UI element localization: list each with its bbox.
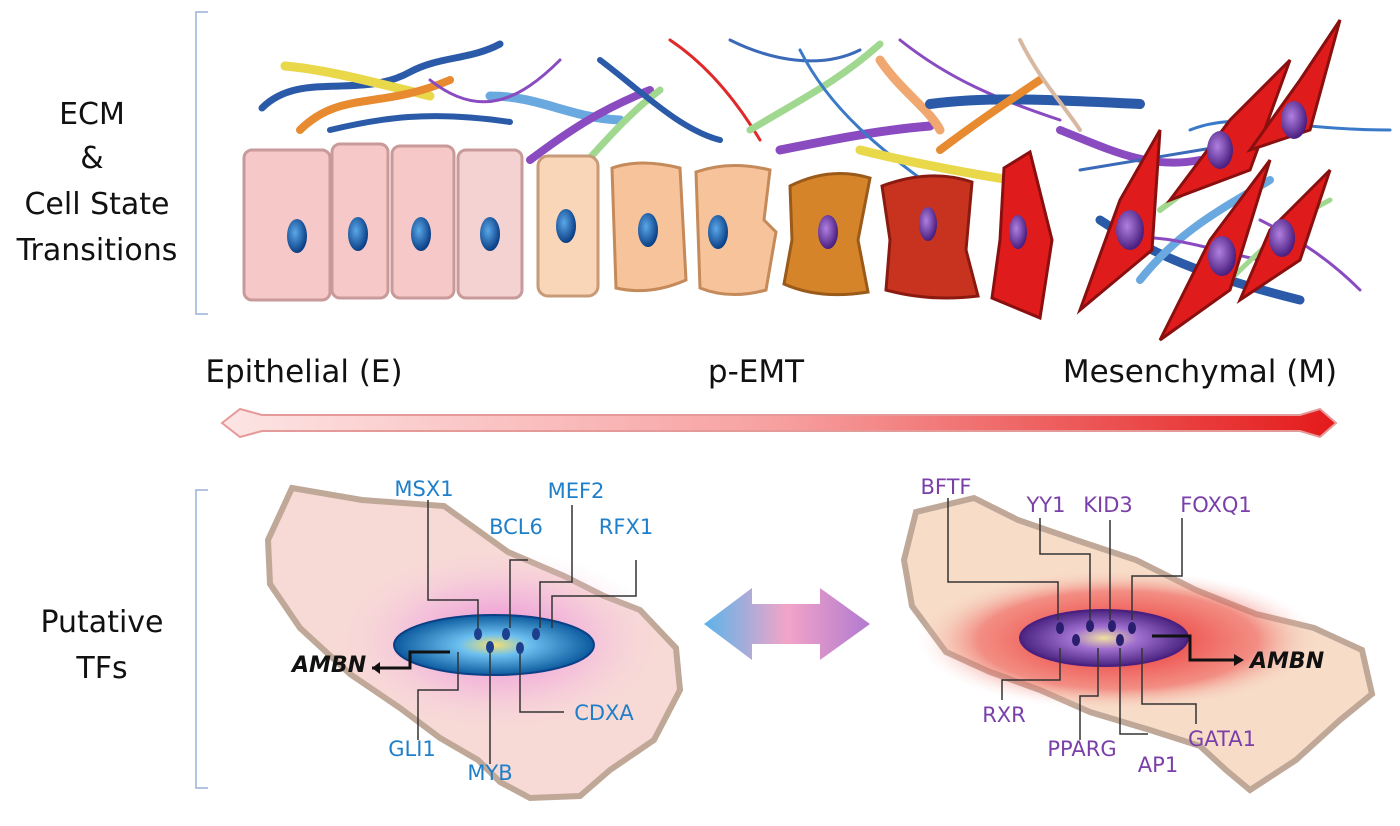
tf-ap1: AP1 <box>1138 753 1178 777</box>
tf-bftf: BFTF <box>920 475 971 499</box>
tf-myb: MYB <box>467 761 512 785</box>
tf-foxq1: FOXQ1 <box>1180 493 1252 517</box>
tf-bcl6: BCL6 <box>489 515 543 539</box>
tf-cdxa: CDXA <box>574 701 634 725</box>
tf-gli1: GLI1 <box>388 737 436 761</box>
mesenchymal-cell-detail: AMBN BFTF YY1 KID3 FOXQ1 RXR PPARG AP1 G… <box>900 475 1376 794</box>
epithelial-cell-detail: AMBN MSX1 MEF2 BCL6 RFX1 CDXA GLI1 MYB <box>264 477 684 802</box>
axis-label-epithelial: Epithelial (E) <box>205 354 402 390</box>
state-transition-double-arrow <box>704 588 870 660</box>
bottom-section-label: Putative TFs <box>40 605 163 686</box>
epithelial-gene-ambn: AMBN <box>290 653 366 678</box>
axis-label-pemt: p-EMT <box>708 354 805 390</box>
label-ampersand: & <box>80 141 103 176</box>
tf-kid3: KID3 <box>1083 493 1133 517</box>
emt-gradient-arrow <box>220 407 1338 439</box>
epithelial-cells <box>242 142 524 302</box>
top-bracket <box>195 11 208 315</box>
label-cell-state: Cell State <box>24 187 169 222</box>
tf-mef2: MEF2 <box>548 479 605 503</box>
tf-rxr: RXR <box>982 703 1026 727</box>
tf-msx1: MSX1 <box>394 477 453 501</box>
tf-pparg: PPARG <box>1047 737 1116 761</box>
intermediate-cells <box>536 154 872 298</box>
top-section-label: ECM & Cell State Transitions <box>16 97 178 268</box>
label-ecm: ECM <box>59 97 125 132</box>
axis-label-mesenchymal: Mesenchymal (M) <box>1063 354 1337 390</box>
bottom-bracket <box>195 489 208 789</box>
tf-gata1: GATA1 <box>1188 727 1256 751</box>
tf-yy1: YY1 <box>1025 493 1065 517</box>
label-tfs: TFs <box>75 651 127 686</box>
label-putative: Putative <box>40 605 163 640</box>
mesenchymal-gene-ambn: AMBN <box>1248 649 1324 674</box>
tf-rfx1: RFX1 <box>599 515 653 539</box>
label-transitions: Transitions <box>16 233 178 268</box>
mesenchymal-cells <box>880 19 1342 342</box>
